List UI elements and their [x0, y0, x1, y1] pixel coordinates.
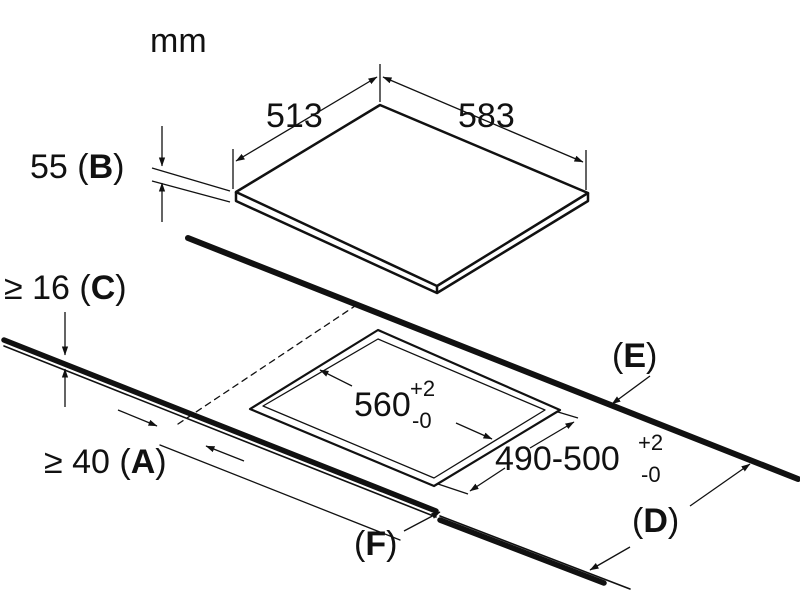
height-value: 55 [30, 148, 68, 186]
cutout [248, 328, 562, 488]
label-e-open-paren: ( [612, 337, 624, 375]
dashed-guide [177, 305, 356, 425]
hob-width-label: 583 [458, 97, 515, 135]
front-gap-letter: A [131, 443, 156, 481]
cutout-depth-tol-plus: +2 [638, 430, 663, 455]
label-f-close-paren: ) [386, 525, 397, 563]
label-f-leader [403, 511, 441, 532]
cutout-depth-arrow-bottom [469, 467, 506, 492]
cutout-depth-dimension [437, 411, 579, 495]
edge-gap-close-paren: ) [115, 269, 126, 307]
hob-depth-label: 513 [266, 97, 323, 135]
dim-line-583 [382, 76, 584, 163]
worktop-depth-arrow-top [689, 463, 751, 507]
hob-side-front [234, 192, 439, 295]
height-ext-top [151, 167, 231, 192]
label-e-close-paren: ) [646, 337, 657, 375]
cutout-depth-label: 490-500 +2 -0 [495, 430, 663, 487]
label-f-letter: F [365, 525, 386, 563]
cutout-width-arrow-right [455, 422, 493, 440]
cutout-width-arrow-left [319, 369, 353, 387]
front-gap-arrow-left [117, 409, 158, 427]
cabinet-front-line [159, 444, 401, 541]
front-gap-dimension [117, 409, 245, 462]
height-letter: B [89, 148, 114, 186]
worktop-depth-dimension [589, 463, 751, 571]
cutout-depth-arrow-top [529, 421, 575, 449]
hob-side-right [436, 193, 590, 295]
label-e-leader [611, 375, 651, 405]
worktop-back-edge [185, 235, 800, 482]
worktop-lower-edge-right [439, 515, 631, 590]
label-e: (E) [612, 337, 657, 375]
height-close-paren: ) [113, 148, 124, 186]
edge-gap-letter: C [91, 269, 116, 307]
cutout-width-value: 560 [354, 386, 411, 424]
edge-gap-label: ≥ 16 (C) [4, 269, 127, 307]
height-open-paren: ( [77, 148, 89, 186]
edge-gap-value: ≥ 16 [4, 269, 70, 307]
label-d-open-paren: ( [632, 502, 644, 540]
front-gap-close-paren: ) [155, 443, 166, 481]
worktop-depth-arrow-bottom [589, 546, 631, 571]
dim-line-513 [235, 76, 378, 162]
label-f: (F) [354, 525, 397, 563]
height-ext-bottom [151, 180, 231, 203]
cutout-outer-edge [248, 328, 562, 488]
cutout-width-tol-plus: +2 [410, 376, 435, 401]
label-e-letter: E [623, 337, 646, 375]
worktop-lower-edge-left [3, 345, 437, 518]
label-d-close-paren: ) [668, 502, 679, 540]
front-gap-value: ≥ 40 [44, 443, 110, 481]
height-label: 55 (B) [30, 148, 125, 186]
front-gap-open-paren: ( [119, 443, 131, 481]
front-gap-label: ≥ 40 (A) [44, 443, 167, 481]
cutout-depth-ext-right [557, 411, 579, 419]
hob-dimensions [232, 64, 587, 190]
unit-label: mm [150, 22, 207, 60]
label-d: (D) [632, 502, 679, 540]
cutout-depth-value: 490-500 [495, 440, 620, 478]
cutout-width-tol-minus: -0 [412, 408, 432, 433]
worktop [1, 235, 800, 590]
cutout-inner-edge [262, 338, 546, 479]
edge-gap-open-paren: ( [79, 269, 91, 307]
label-f-open-paren: ( [354, 525, 366, 563]
cutout-depth-tol-minus: -0 [641, 462, 661, 487]
worktop-front-edge-left [1, 337, 439, 514]
height-dimension [151, 126, 231, 222]
cutout-depth-ext-front [437, 483, 469, 495]
cutout-width-label: 560 +2 -0 [354, 376, 435, 433]
front-gap-arrow-right [205, 445, 245, 462]
worktop-front-edge-right [437, 517, 607, 586]
label-d-letter: D [643, 502, 668, 540]
